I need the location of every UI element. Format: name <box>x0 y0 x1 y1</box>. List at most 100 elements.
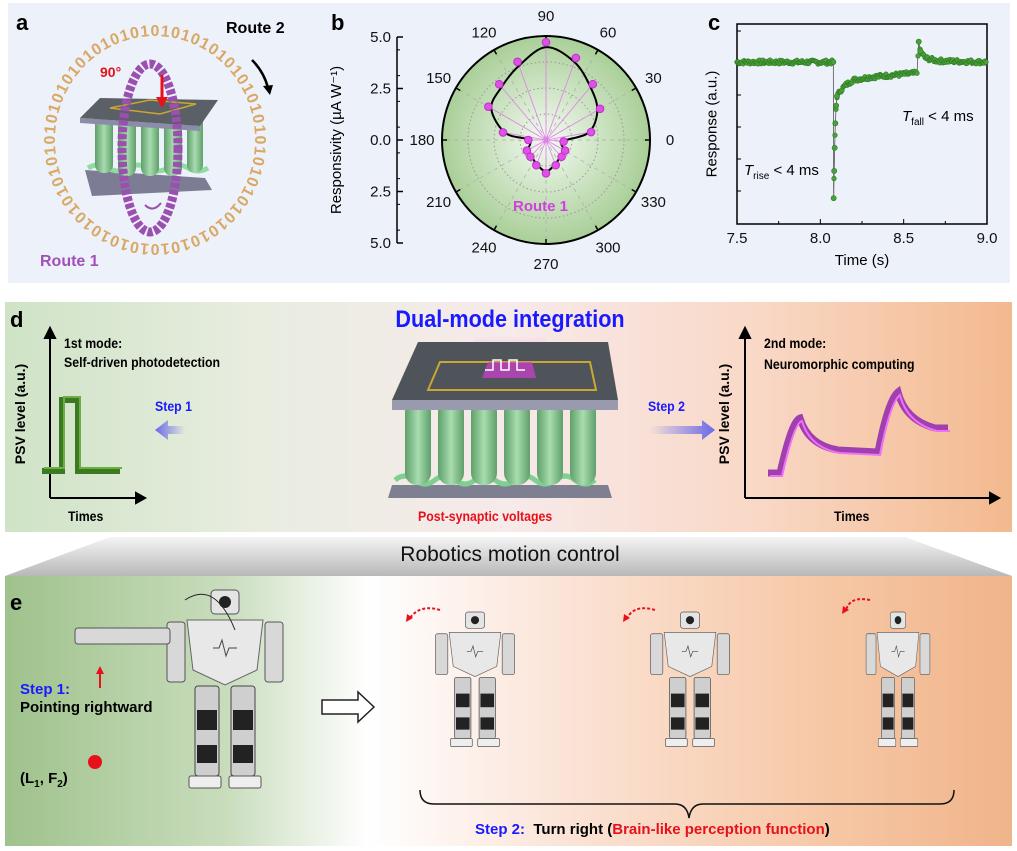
angle-label: 90° <box>100 64 122 80</box>
binary-ring-digit: 0 <box>251 136 268 145</box>
mode2-axes <box>738 325 1002 505</box>
step1-e-text: Pointing rightward <box>20 699 153 716</box>
polar-data-point <box>526 152 535 162</box>
polar-angle-label: 90 <box>538 8 555 25</box>
c-data-point <box>983 59 989 65</box>
rise-T: T <box>744 162 754 179</box>
radial-tick-label: 2.5 <box>370 81 391 98</box>
step2-label: Step 2 <box>648 398 685 414</box>
turn-arrows <box>409 598 871 619</box>
polar-ray <box>488 106 547 141</box>
rise-text: < 4 ms <box>769 162 819 179</box>
binary-ring-digit: 0 <box>128 237 140 255</box>
polar-angle-label: 30 <box>645 70 662 87</box>
polar-ray <box>545 83 594 141</box>
mode1-line2: Self-driven photodetection <box>64 354 221 370</box>
polar-angle-label: 0 <box>666 132 674 149</box>
binary-ring-digit: 1 <box>160 239 171 257</box>
step2-e-caption: Step 2: Turn right (Brain-like perceptio… <box>475 821 830 838</box>
c-data-point <box>831 144 838 151</box>
c-data-point <box>834 93 840 100</box>
c-data-point <box>915 38 922 45</box>
electrode-outline <box>109 99 197 115</box>
route2-arrow-head <box>263 85 273 95</box>
robot-pointing <box>74 589 284 789</box>
step2-arrow <box>650 420 715 440</box>
binary-ring-digit: 0 <box>151 23 160 40</box>
step2-e-red-text: Brain-like perception function <box>612 821 825 838</box>
fall-text: < 4 ms <box>923 108 974 125</box>
polar-data-point <box>560 146 570 155</box>
c-x-tick-label: 9.0 <box>977 230 998 247</box>
radial-tick-label: 0.0 <box>370 132 391 149</box>
polar-data-point <box>551 160 560 170</box>
polar-angle-label: 300 <box>595 239 620 256</box>
fall-sub: fall <box>911 117 924 128</box>
robot-turn-2 <box>650 611 730 747</box>
polar-ray <box>545 131 592 141</box>
mode1-xlabel: Times <box>68 508 104 524</box>
c-data-point <box>833 102 840 109</box>
polar-data-point <box>513 57 522 67</box>
binary-ring-digit: 1 <box>250 124 268 135</box>
polar-data-point <box>524 135 533 145</box>
mode2-xlabel: Times <box>834 508 870 524</box>
polar-spoke <box>493 139 547 231</box>
synaptic-pulse-highlight <box>770 393 950 477</box>
pulse-signal <box>485 359 525 371</box>
coord-sub2: 2 <box>57 779 63 790</box>
step2-e-text: Turn right ( <box>533 821 613 838</box>
coord-L: (L <box>20 770 35 787</box>
binary-ring-digit: 0 <box>129 24 141 42</box>
polar-ray <box>545 108 601 141</box>
polar-data-point <box>498 128 508 137</box>
binary-ring-digit: 1 <box>42 124 60 135</box>
panel-c-label: c <box>708 10 721 35</box>
binary-ring-digit: 0 <box>43 155 61 167</box>
robot-turn-3 <box>865 611 931 747</box>
route2-arrow <box>251 59 270 89</box>
mode1-line1: 1st mode: <box>64 335 123 351</box>
turn-arrow-heads <box>406 606 849 622</box>
route1-ring <box>117 59 183 237</box>
step2-e-text-end: ) <box>824 821 830 838</box>
c-x-tick-label: 8.0 <box>810 230 831 247</box>
panel-a-label: a <box>16 10 29 35</box>
c-x-tick-label: 7.5 <box>727 230 748 247</box>
binary-ring-digit: 0 <box>169 237 181 255</box>
coord-sub1: 1 <box>34 779 40 790</box>
c-data-point <box>830 195 837 202</box>
polar-angle-label: 60 <box>600 25 617 42</box>
polar-tick <box>594 49 599 55</box>
mode2-line2: Neuromorphic computing <box>764 356 915 372</box>
polar-ray <box>535 139 547 166</box>
device-nanowires <box>405 400 596 485</box>
binary-ring-digit: 1 <box>250 145 268 156</box>
coordinate-label: (L1, F2) <box>20 770 68 790</box>
square-pulse <box>42 397 120 474</box>
polar-angle-label: 330 <box>641 194 666 211</box>
c-data-point <box>914 70 920 76</box>
binary-ring-digit: 0 <box>169 24 181 42</box>
polar-grid-circle <box>467 61 625 219</box>
polar-ray <box>517 61 547 141</box>
polar-data-point <box>586 127 596 137</box>
step2-e-label: Step 2: <box>475 821 526 838</box>
polar-tick <box>493 49 498 55</box>
radial-tick-label: 5.0 <box>370 235 391 252</box>
hollow-arrow-icon <box>321 690 376 724</box>
radial-tick-label: 5.0 <box>370 29 391 46</box>
polar-tick <box>493 225 498 231</box>
binary-ring-digit: 0 <box>43 113 61 125</box>
polar-tick <box>455 188 461 193</box>
step1-label: Step 1 <box>155 398 192 414</box>
polar-spoke <box>545 49 599 141</box>
polar-ray <box>498 83 547 141</box>
device-top-edge <box>392 400 618 410</box>
center-caption: Post-synaptic voltages <box>418 508 553 524</box>
